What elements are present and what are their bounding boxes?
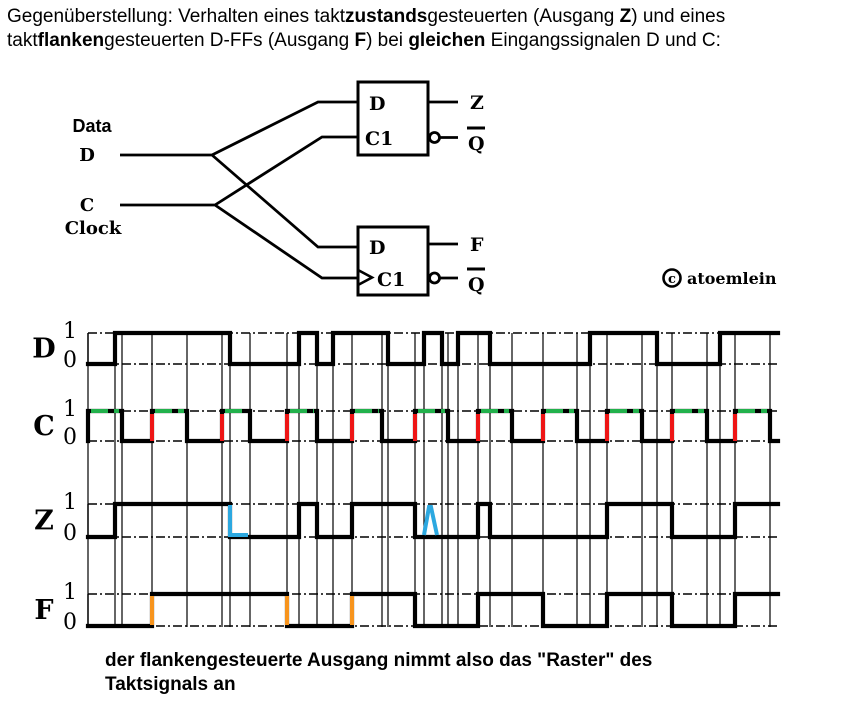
copyright: c atoemlein (662, 268, 777, 288)
flipflop-edge-triggered: D C1 F Q (356, 225, 485, 297)
title-line-1: Gegenüberstellung: Verhalten eines taktz… (7, 6, 726, 27)
caption-line-2: Taktsignals an (105, 674, 236, 695)
output-z-label: Z (470, 92, 484, 114)
edge-trigger-icon (357, 268, 375, 287)
wire-c (120, 135, 358, 280)
waveform-F (85, 591, 781, 629)
page-title: Gegenüberstellung: Verhalten eines taktz… (7, 5, 725, 53)
copyright-symbol: c (668, 272, 676, 287)
output-qbar-label: Q (468, 133, 485, 155)
level-label-high: 1 (63, 580, 77, 605)
level-label-high: 1 (63, 397, 77, 422)
input-clock-label: Clock (65, 218, 122, 239)
signal-label-D: D (32, 334, 55, 365)
waveform-C (85, 408, 781, 444)
z-transparent-fall (228, 505, 248, 537)
signal-label-Z: Z (34, 506, 54, 537)
inversion-bubble-icon (428, 131, 441, 144)
caption-line-1: der flankengesteuerte Ausgang nimmt also… (105, 650, 653, 671)
level-label-high: 1 (63, 319, 77, 344)
output-qbar2-label: Q (468, 274, 485, 296)
inversion-bubble-icon (428, 271, 441, 285)
signal-label-F: F (34, 595, 53, 626)
ff-level-box (356, 80, 430, 157)
ff-edge-box (356, 225, 430, 297)
caption: der flankengesteuerte Ausgang nimmt also… (105, 649, 652, 697)
ff-edge-d-label: D (369, 237, 385, 259)
level-label-low: 0 (63, 610, 77, 635)
z-transparent-glitch (422, 505, 439, 536)
level-label-high: 1 (63, 490, 77, 515)
title-line-2: taktflankengesteuerten D-FFs (Ausgang F)… (7, 30, 721, 51)
circuit-schematic: Data D C Clock D C1 Z Q D (65, 80, 777, 297)
flipflop-level-triggered: D C1 Z Q (356, 80, 485, 157)
output-f-label: F (470, 234, 484, 256)
level-label-low: 0 (63, 521, 77, 546)
input-c-label: C (80, 195, 94, 216)
level-label-low: 0 (63, 348, 77, 373)
ff-level-d-label: D (369, 93, 385, 115)
copyright-text: atoemlein (687, 269, 777, 288)
copyright-icon (662, 268, 682, 288)
input-d-label: D (79, 145, 95, 166)
input-data-label: Data (72, 116, 112, 136)
ff-edge-c1-label: C1 (377, 269, 405, 291)
wire-d (120, 100, 358, 249)
waveform-D (85, 330, 781, 367)
level-label-low: 0 (63, 425, 77, 450)
ff-level-c1-label: C1 (365, 128, 393, 150)
signal-label-C: C (33, 411, 55, 442)
